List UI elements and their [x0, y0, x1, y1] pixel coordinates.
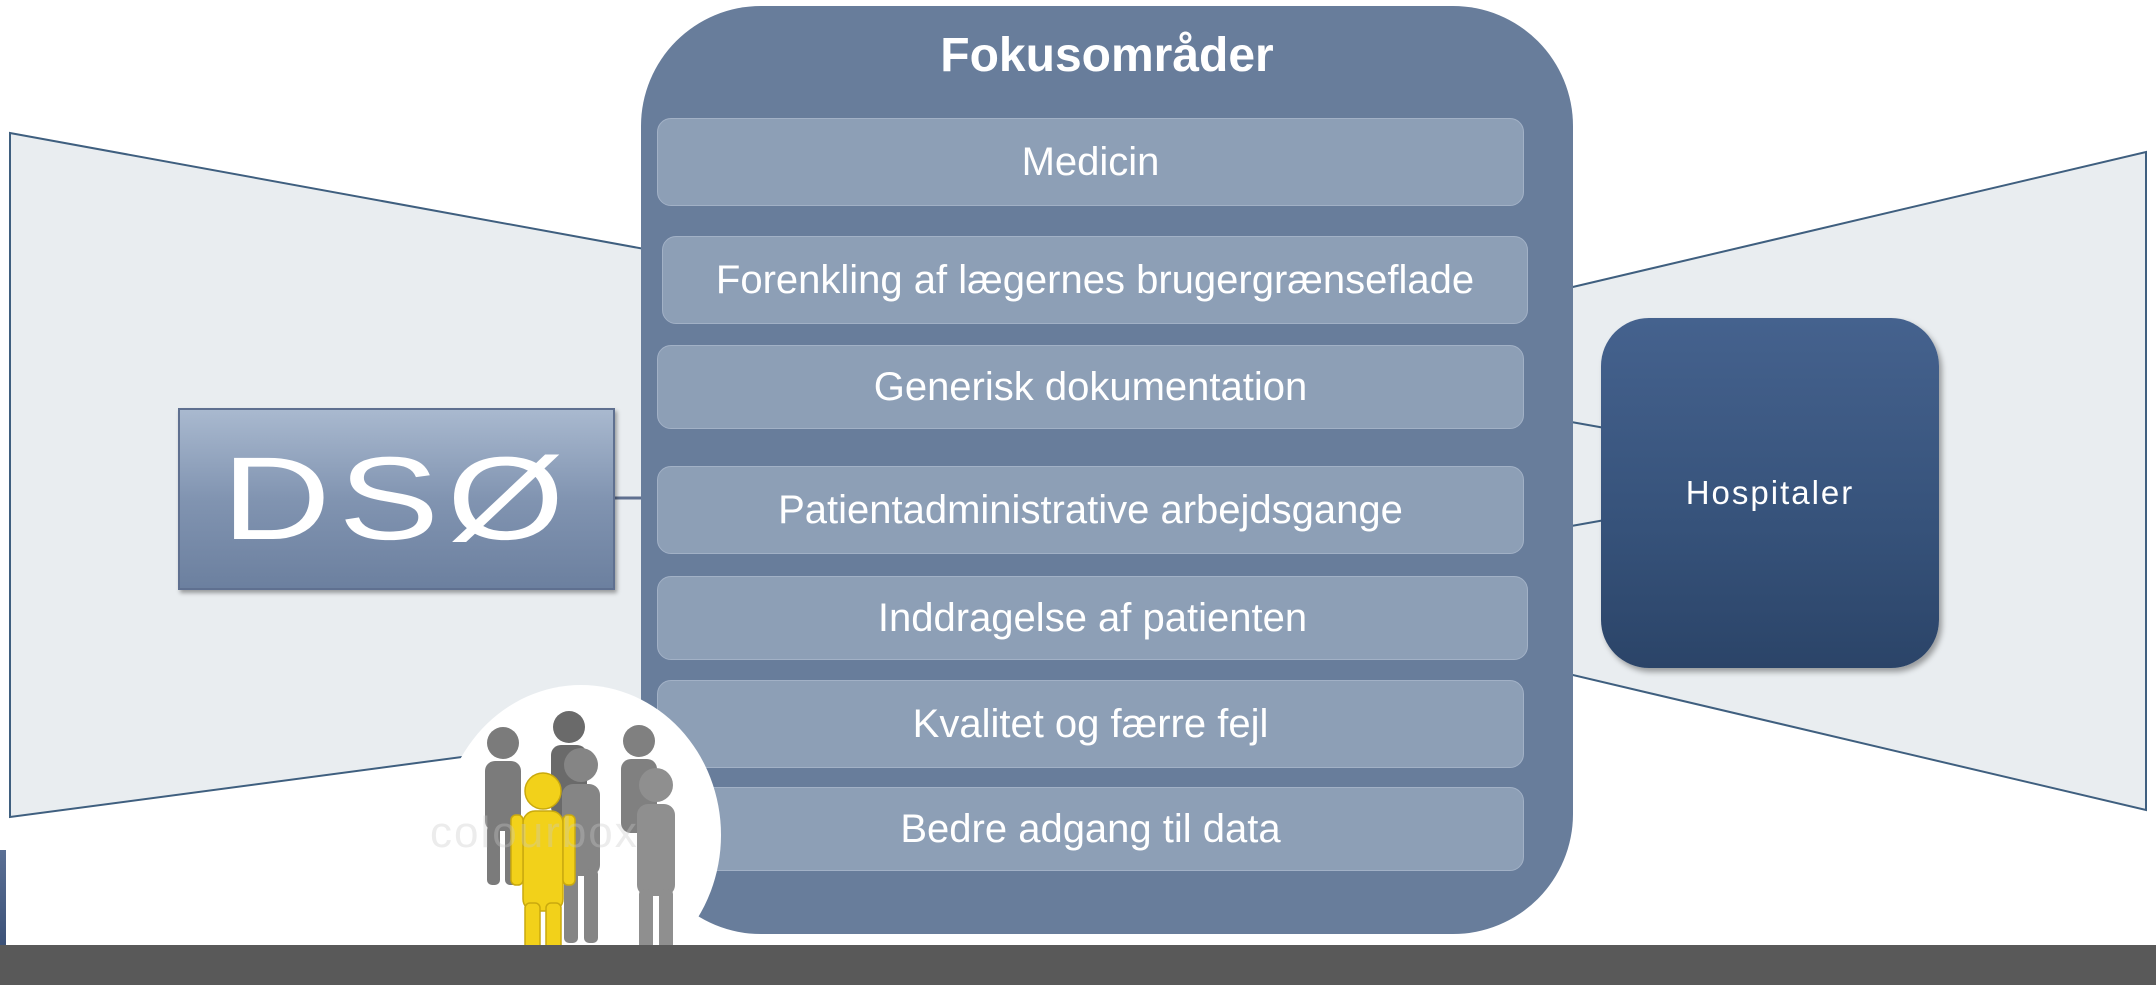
- focus-item-data-access: Bedre adgang til data: [657, 787, 1524, 871]
- dso-label: DSØ: [221, 433, 572, 565]
- focus-item-workflows: Patientadministrative arbejdsgange: [657, 466, 1524, 554]
- focus-title: Fokusområder: [940, 29, 1274, 82]
- left-edge-accent: [0, 850, 6, 985]
- focus-item-patient: Inddragelse af patienten: [657, 576, 1528, 660]
- dso-box: DSØ: [178, 408, 615, 590]
- focus-item-interface: Forenkling af lægernes brugergrænseflade: [662, 236, 1528, 324]
- focus-item-quality: Kvalitet og færre fejl: [657, 680, 1524, 768]
- people-group-icon: [485, 711, 675, 984]
- footer-bar: [0, 945, 2156, 985]
- watermark: colourbox: [430, 808, 639, 857]
- focus-item-medicine: Medicin: [657, 118, 1524, 206]
- focus-item-documentation: Generisk dokumentation: [657, 345, 1524, 429]
- hospital-label: Hospitaler: [1685, 474, 1855, 511]
- hospital-box: Hospitaler: [1601, 318, 1939, 668]
